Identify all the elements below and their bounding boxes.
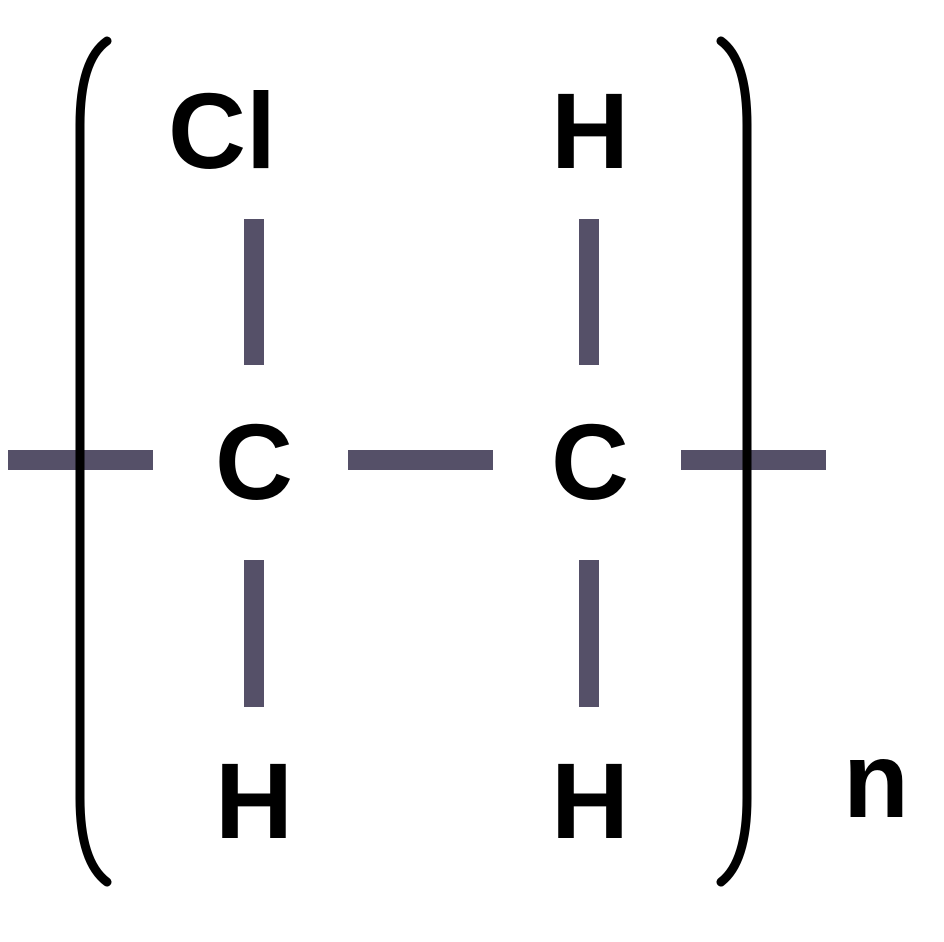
brackets (75, 36, 752, 887)
atom-carbon-left: C (215, 401, 293, 522)
repeat-unit-subscript: n (843, 719, 909, 840)
atom-hydrogen-top-right: H (551, 70, 629, 191)
atom-chlorine-top-left: Cl (168, 70, 276, 191)
atom-hydrogen-bottom-right: H (551, 740, 629, 861)
atom-carbon-right: C (551, 401, 629, 522)
left-bracket (75, 36, 112, 887)
bonds (8, 219, 826, 707)
atom-hydrogen-bottom-left: H (215, 740, 293, 861)
atoms: Cl H C C H H n (168, 70, 909, 861)
right-bracket (716, 36, 752, 887)
